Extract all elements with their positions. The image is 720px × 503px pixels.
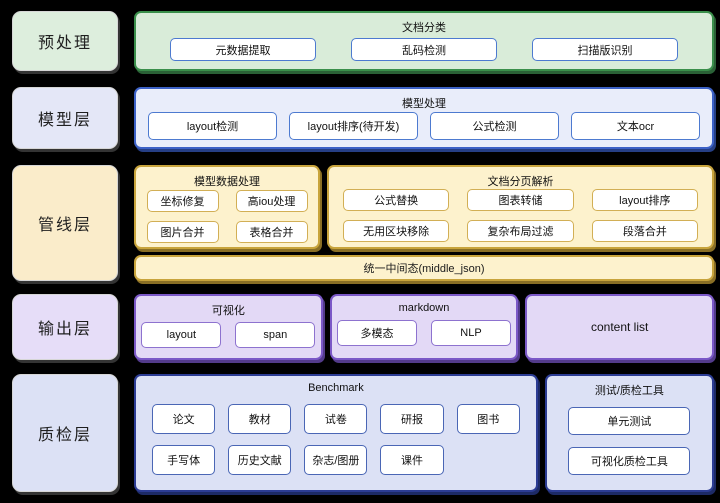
item-scan-recognition: 扫描版识别: [532, 38, 678, 61]
item-magazines-albums: 杂志/图册: [304, 444, 368, 475]
item-complex-layout-filter: 复杂布局过滤: [467, 220, 574, 242]
item-exam-papers: 试卷: [304, 403, 368, 434]
group-title: 文档分类: [402, 22, 446, 34]
item-garbled-detection: 乱码检测: [351, 38, 497, 61]
group-markdown: markdown 多模态 NLP: [329, 294, 519, 360]
item-courseware: 课件: [380, 444, 444, 475]
group-items: 多模态 NLP: [332, 314, 517, 358]
layer-row-model: 模型层 模型处理 layout检测 layout排序(待开发) 公式检测 文本o…: [12, 87, 714, 149]
item-multimodal: 多模态: [337, 320, 417, 346]
layer-row-preprocess: 预处理 文档分类 元数据提取 乱码检测 扫描版识别: [12, 11, 714, 71]
group-items: 元数据提取 乱码检测 扫描版识别: [136, 35, 712, 69]
group-content-list: content list: [525, 294, 715, 360]
layer-row-pipeline: 管线层 模型数据处理 坐标修复 高iou处理 图片合并 表格合并 文档分页解析: [12, 165, 714, 281]
item-paragraph-merge: 段落合并: [591, 220, 698, 242]
item-layout: layout: [141, 322, 222, 348]
group-items: 论文 教材 试卷 研报 图书 手写体 历史文献 杂志/图册 课件: [136, 394, 536, 490]
layer-label-pipeline: 管线层: [12, 165, 118, 281]
group-benchmark: Benchmark 论文 教材 试卷 研报 图书 手写体 历史文献 杂志/图册 …: [134, 374, 538, 492]
middle-json-bar: 统一中间态(middle_json): [134, 255, 714, 281]
item-chart-dump: 图表转储: [467, 189, 574, 211]
item-formula-detection: 公式检测: [430, 112, 559, 140]
item-useless-block-removal: 无用区块移除: [343, 220, 450, 242]
group-model-processing: 模型处理 layout检测 layout排序(待开发) 公式检测 文本ocr: [134, 87, 714, 149]
item-image-merge: 图片合并: [146, 220, 219, 243]
item-research-reports: 研报: [380, 403, 444, 434]
item-papers: 论文: [152, 403, 216, 434]
item-unit-test: 单元测试: [568, 407, 691, 435]
group-title: 模型处理: [402, 98, 446, 110]
item-formula-replace: 公式替换: [343, 189, 450, 211]
item-layout-sort: layout排序: [591, 189, 698, 211]
item-table-merge: 表格合并: [235, 220, 308, 243]
layer-label-output: 输出层: [12, 294, 118, 360]
item-visual-qa-tool: 可视化质检工具: [568, 447, 691, 475]
item-high-iou-handling: 高iou处理: [235, 189, 308, 212]
item-handwriting: 手写体: [152, 444, 216, 475]
group-title: 可视化: [211, 305, 245, 317]
layer-row-qa: 质检层 Benchmark 论文 教材 试卷 研报 图书 手写体 历史文献 杂志…: [12, 374, 714, 492]
group-items: layout检测 layout排序(待开发) 公式检测 文本ocr: [136, 111, 712, 147]
group-doc-classification: 文档分类 元数据提取 乱码检测 扫描版识别: [134, 11, 714, 71]
item-textbooks: 教材: [228, 403, 292, 434]
layer-label-qa: 质检层: [12, 374, 118, 492]
item-historical-docs: 历史文献: [228, 444, 292, 475]
group-items: 坐标修复 高iou处理 图片合并 表格合并: [136, 189, 318, 247]
group-title: 文档分页解析: [487, 176, 554, 188]
group-items: 公式替换 图表转储 layout排序 无用区块移除 复杂布局过滤 段落合并: [329, 189, 712, 248]
group-title: 模型数据处理: [194, 176, 260, 188]
group-model-data-processing: 模型数据处理 坐标修复 高iou处理 图片合并 表格合并: [134, 165, 320, 249]
item-text-ocr: 文本ocr: [571, 112, 700, 140]
group-page-parsing: 文档分页解析 公式替换 图表转储 layout排序 无用区块移除 复杂布局过滤 …: [327, 165, 714, 249]
group-test-qa-tools: 测试/质检工具 单元测试 可视化质检工具: [544, 374, 714, 492]
layer-label-preprocess: 预处理: [12, 11, 118, 71]
item-metadata-extraction: 元数据提取: [170, 38, 316, 61]
group-items: layout span: [136, 318, 321, 358]
group-items: 单元测试 可视化质检工具: [547, 398, 712, 490]
group-title: markdown: [398, 302, 450, 314]
item-coordinate-fix: 坐标修复: [146, 189, 219, 212]
group-title: content list: [590, 320, 649, 334]
item-books: 图书: [456, 403, 520, 434]
item-layout-sorting: layout排序(待开发): [289, 112, 418, 140]
item-nlp: NLP: [431, 320, 511, 346]
item-span: span: [235, 322, 316, 348]
group-title: 测试/质检工具: [594, 385, 664, 397]
layer-label-model: 模型层: [12, 87, 118, 149]
group-visualization: 可视化 layout span: [134, 294, 323, 360]
group-title: Benchmark: [308, 382, 364, 394]
layer-row-output: 输出层 可视化 layout span markdown 多模态 NLP con…: [12, 294, 715, 360]
item-layout-detection: layout检测: [148, 112, 277, 140]
